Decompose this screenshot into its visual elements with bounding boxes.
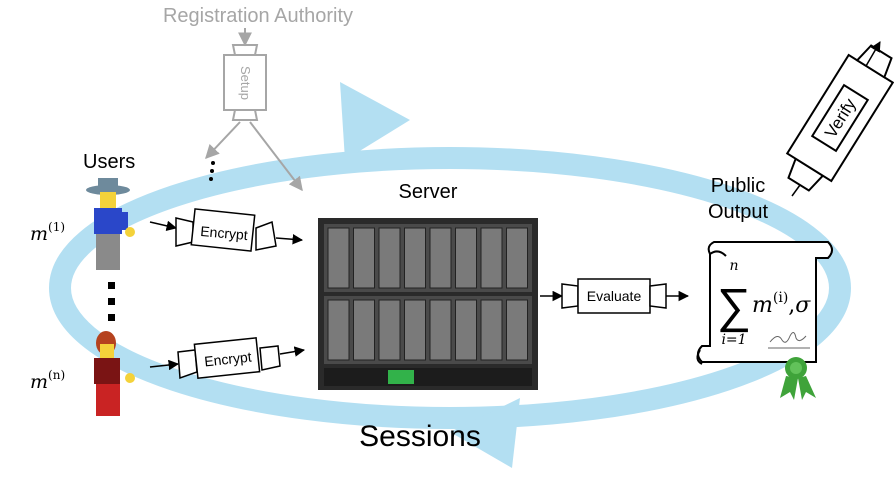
users-ellipsis (108, 282, 115, 321)
cycle-arrowhead-top (340, 82, 410, 160)
server-blade (455, 227, 477, 289)
setup-ellipsis (209, 161, 215, 181)
setup-box (223, 28, 267, 121)
ribbon-seal-icon (780, 357, 816, 400)
formula-lower: i=1 (721, 332, 746, 348)
session-cycle (49, 82, 851, 468)
formula-upper: n (729, 258, 738, 274)
verify-box (785, 44, 894, 192)
registration-authority-label: Registration Authority (163, 5, 353, 27)
server-blade (506, 227, 528, 289)
server-blade (429, 299, 452, 361)
server-blade (404, 227, 426, 289)
server-rack-icon (318, 218, 538, 390)
setup-arrows (205, 121, 303, 192)
users-label: Users (83, 151, 135, 173)
cycle-arrowhead-bottom (450, 398, 520, 468)
public-output-label-2: Output (708, 201, 768, 223)
server-blade (378, 227, 401, 289)
scroll-icon (696, 241, 833, 365)
user-n-var: m(n) (30, 368, 65, 393)
public-output-label-1: Public (711, 175, 765, 197)
server-blade (429, 227, 452, 289)
evaluate-box (540, 278, 690, 314)
server-blade (404, 299, 426, 361)
server-blade (506, 299, 528, 361)
verify-output-arrow (865, 41, 881, 67)
server-blade (480, 299, 503, 361)
formula-term: m(i),σ (752, 290, 811, 318)
user-figure-icon (94, 331, 135, 416)
encrypt-label-2: Encrypt (203, 349, 252, 370)
server-blade (327, 299, 350, 361)
encrypt-label-1: Encrypt (200, 223, 249, 243)
server-blade (353, 299, 375, 361)
server-blade (480, 227, 503, 289)
formula-sum: ∑ (717, 280, 751, 333)
setup-label: Setup (238, 66, 253, 100)
encrypt-box-1 (149, 208, 304, 252)
signature-icon (768, 332, 810, 349)
server-blade (327, 227, 350, 289)
server-blade (455, 299, 477, 361)
server-blade (378, 299, 401, 361)
user-1-var: m(1) (30, 220, 65, 245)
user-figure-icon (86, 178, 135, 270)
server-label: Server (399, 181, 458, 203)
sessions-label: Sessions (359, 420, 481, 453)
server-blade (353, 227, 375, 289)
encrypt-box-2 (149, 337, 306, 380)
evaluate-label: Evaluate (587, 288, 642, 304)
